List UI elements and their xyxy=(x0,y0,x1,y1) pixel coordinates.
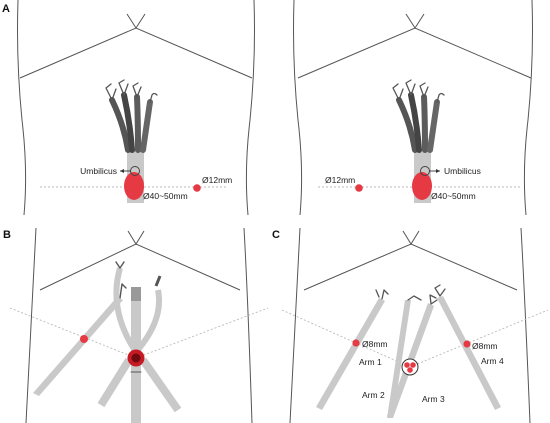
port-12mm xyxy=(193,184,201,192)
umbilicus-label: Umbilicus xyxy=(80,166,117,176)
torso-outline xyxy=(17,0,255,216)
port-large-umbilical xyxy=(124,172,144,200)
port-large-umbilical xyxy=(412,172,432,200)
diagonal-guide-line xyxy=(281,309,411,368)
diagonal-guide-line xyxy=(409,309,549,368)
diagonal-guide-line xyxy=(135,307,269,359)
port-arm-1 xyxy=(352,339,360,347)
arm-1-label: Arm 1 xyxy=(359,357,382,367)
arm-4-instrument xyxy=(434,284,501,410)
arm-2-instrument xyxy=(387,295,422,418)
arm-2-label: Arm 2 xyxy=(362,390,385,400)
panel-label-a: A xyxy=(2,3,10,15)
port-central-a xyxy=(404,362,410,368)
instrument-curved-right xyxy=(133,275,182,413)
panel-label-b: B xyxy=(3,229,11,241)
port-large-label: Ø40~50mm xyxy=(143,191,188,201)
instrument-curved-left xyxy=(97,261,139,408)
panel-b xyxy=(9,227,269,423)
port-arm-4 xyxy=(463,340,471,348)
panel-c: Ø8mm Ø8mm Arm 1 Arm 4 Arm 2 Arm 3 xyxy=(281,227,549,423)
torso-outline xyxy=(293,0,533,216)
umbilicus-label: Umbilicus xyxy=(444,166,481,176)
instrument-lateral xyxy=(33,281,127,396)
port-lateral xyxy=(80,335,88,343)
panel-a-left: Umbilicus Ø40~50mm Ø12mm xyxy=(17,0,255,216)
port-8mm-label-right: Ø8mm xyxy=(472,341,498,351)
arm-1-instrument xyxy=(316,289,389,410)
port-12mm-label: Ø12mm xyxy=(325,175,355,185)
port-central-inner xyxy=(131,353,141,363)
arm-4-label: Arm 4 xyxy=(481,356,504,366)
port-8mm-label-left: Ø8mm xyxy=(362,339,388,349)
port-central-c xyxy=(407,367,413,373)
panel-label-c: C xyxy=(272,229,280,241)
torso-outline xyxy=(25,227,253,423)
arm-3-label: Arm 3 xyxy=(422,394,445,404)
panel-a-right: Umbilicus Ø40~50mm Ø12mm xyxy=(293,0,533,216)
torso-outline xyxy=(289,227,531,423)
port-central-b xyxy=(410,362,416,368)
port-large-label: Ø40~50mm xyxy=(431,191,476,201)
diagonal-guide-line xyxy=(9,307,137,359)
port-12mm xyxy=(355,184,363,192)
port-12mm-label: Ø12mm xyxy=(202,175,232,185)
